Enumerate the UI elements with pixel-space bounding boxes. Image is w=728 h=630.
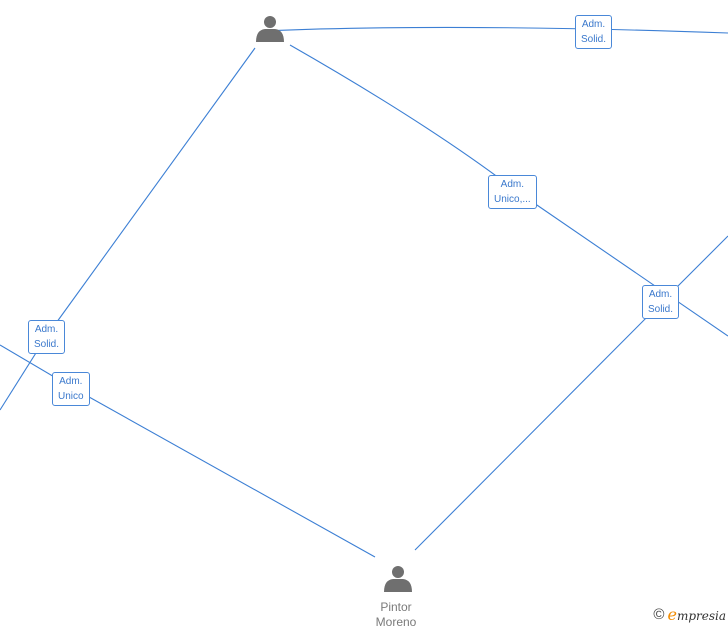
edge-label-line: Adm. [34, 324, 59, 335]
edge-label-line: Solid. [34, 339, 60, 350]
node-name-pintor-moreno[interactable]: Pintor Moreno [351, 600, 441, 630]
edge-label-line: Unico,... [494, 194, 531, 205]
empresia-watermark: © empresia [653, 605, 726, 624]
edge-label-line: Solid. [581, 34, 607, 45]
edge-label-adm-solid-top[interactable]: Adm. Solid. [575, 15, 613, 49]
edge-top-to-right [262, 26, 728, 34]
empresia-logo: empresia [667, 605, 726, 624]
edge-label-line: Adm. [59, 376, 83, 387]
edge-label-adm-unico-middle[interactable]: Adm. Unico,... [488, 175, 537, 209]
edge-label-line: Unico [58, 391, 84, 402]
empresia-logo-text: mpresia [676, 609, 726, 623]
edge-bottom-to-right [414, 235, 728, 551]
edge-label-line: Solid. [648, 304, 674, 315]
edge-top-to-left [45, 47, 256, 338]
edge-label-adm-solid-left[interactable]: Adm. Solid. [28, 320, 66, 354]
empresia-logo-initial: e [667, 605, 677, 624]
edge-label-line: Adm. [581, 19, 606, 30]
node-name-line: Moreno [375, 615, 417, 629]
edge-label-adm-unico-left[interactable]: Adm. Unico [52, 372, 90, 406]
copyright-icon: © [653, 606, 665, 623]
edge-label-adm-solid-right[interactable]: Adm. Solid. [642, 285, 680, 319]
edge-label-line: Adm. [500, 179, 525, 190]
person-icon[interactable] [384, 566, 412, 592]
person-icon[interactable] [256, 16, 284, 42]
node-name-line: Pintor [380, 600, 412, 614]
edge-label-line: Adm. [648, 289, 673, 300]
